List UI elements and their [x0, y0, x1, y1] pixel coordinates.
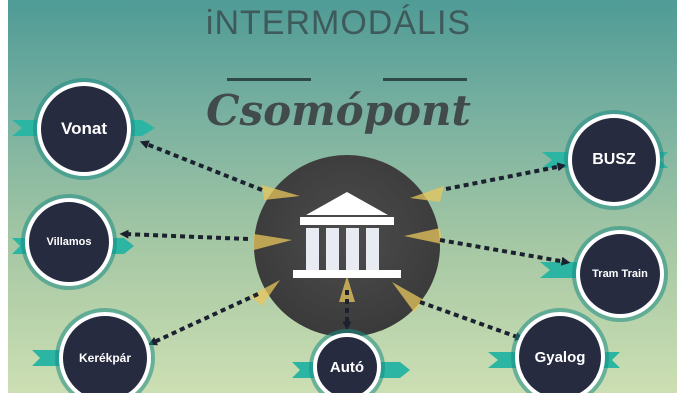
- building-column-2: [326, 228, 339, 270]
- frame-left-border: [0, 0, 8, 401]
- building-base: [293, 270, 401, 278]
- node-vonat: Vonat: [37, 82, 131, 176]
- building-columns-icon: [293, 192, 401, 278]
- arrow-busz: [445, 162, 567, 191]
- beam-kerekpar: [250, 280, 280, 306]
- beam-gyalog: [392, 282, 424, 312]
- building-column-3: [346, 228, 359, 270]
- node-gyalog: Gyalog: [515, 312, 605, 401]
- node-villamos: Villamos: [25, 198, 113, 286]
- beam-vonat: [262, 185, 300, 200]
- arrow-vonat: [139, 140, 263, 192]
- building-column-4: [366, 228, 379, 270]
- node-tram-train: Tram Train: [576, 230, 664, 318]
- node-auto: Autó: [313, 333, 381, 401]
- arrow-villamos: [119, 229, 249, 241]
- node-kerekpar: Kerékpár: [59, 312, 151, 401]
- beam-villamos: [254, 234, 292, 250]
- building-column-1: [306, 228, 319, 270]
- title-rule-left: [227, 78, 311, 81]
- frame-bottom-border: [0, 393, 677, 401]
- building-roof: [306, 192, 388, 215]
- node-busz: BUSZ: [568, 114, 660, 206]
- beam-auto: [339, 276, 355, 302]
- light-beams: [250, 185, 444, 312]
- beam-busz: [410, 186, 444, 202]
- arrow-kerekpar: [147, 292, 259, 346]
- arrow-gyalog: [419, 300, 525, 341]
- title-rule-right: [383, 78, 467, 81]
- building-lintel: [300, 217, 394, 225]
- title-intermodalis: iNTERMODÁLIS: [205, 4, 472, 42]
- arrows: [119, 140, 571, 346]
- title-csomopont: Csomópont: [206, 86, 471, 135]
- beam-tram-train: [404, 228, 442, 244]
- arrow-tram-train: [439, 238, 571, 266]
